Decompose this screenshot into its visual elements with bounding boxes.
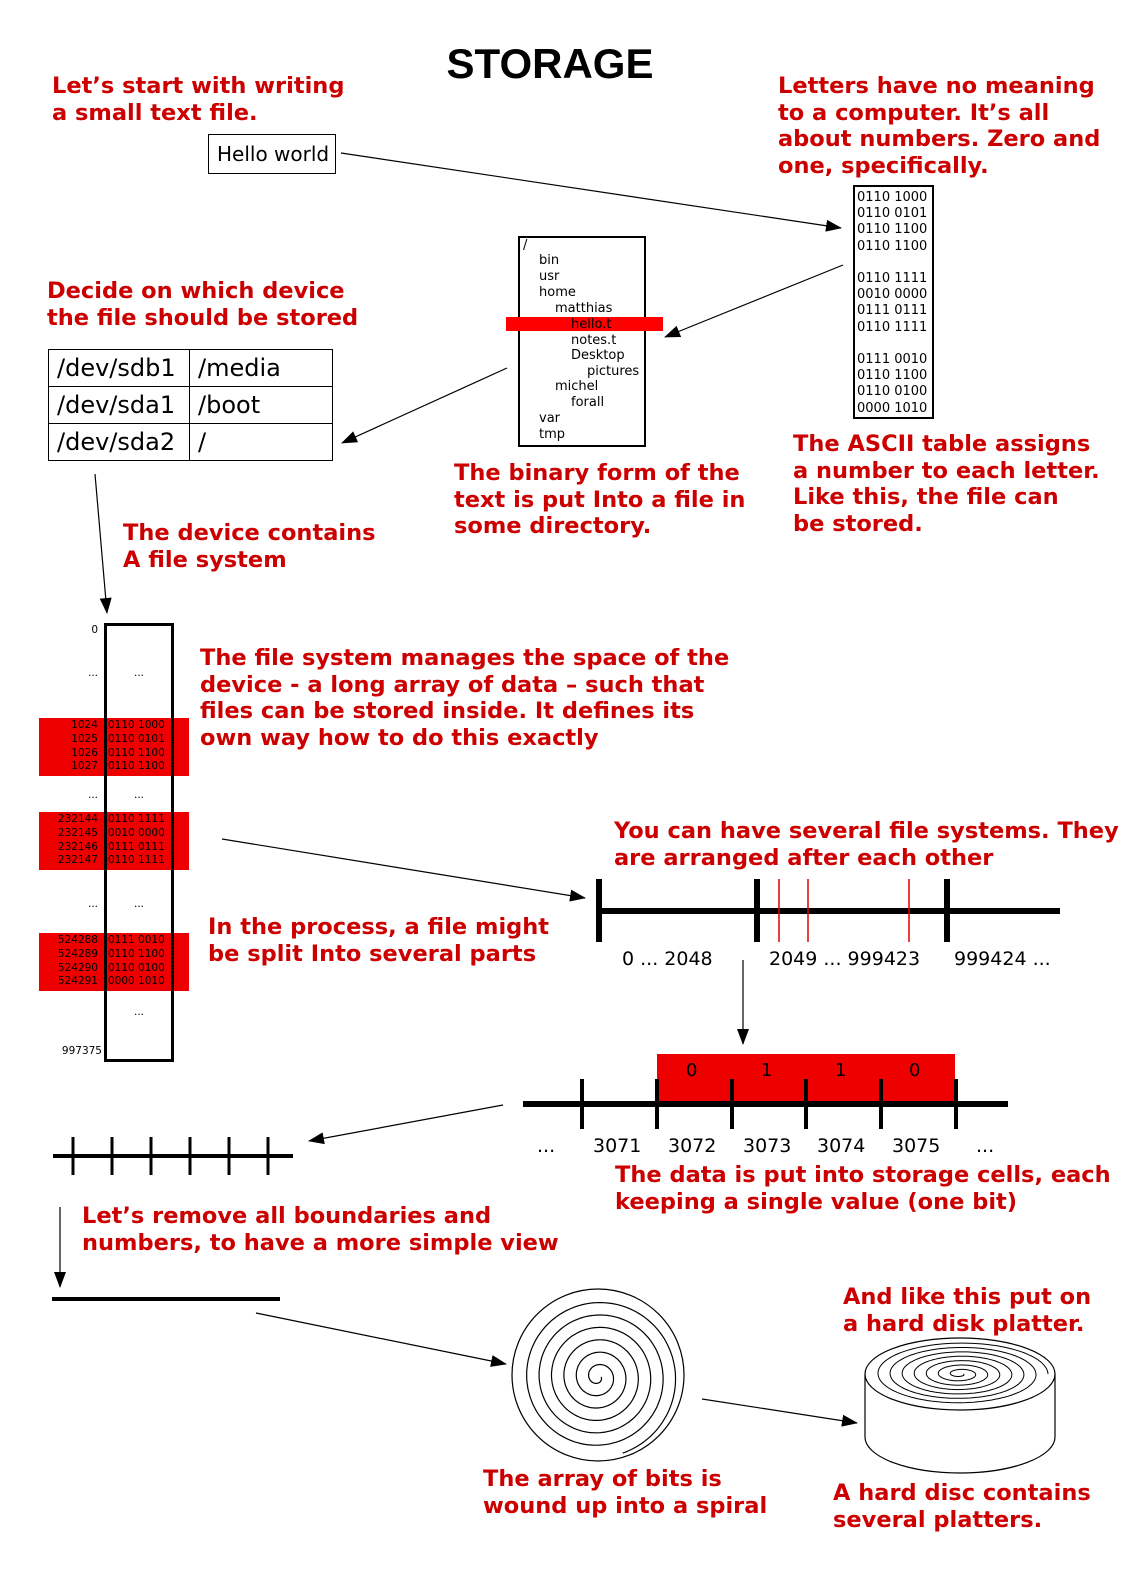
device-name: /dev/sdb1 — [48, 349, 190, 387]
fs-start-address: 0 — [91, 624, 98, 636]
partition-label-2: 2049 ... 999423 — [769, 948, 921, 970]
fs-block-data: 0110 1111 0010 0000 0111 0111 0110 1111 — [108, 813, 165, 867]
note-letters: Letters have no meaning to a computer. I… — [778, 73, 1101, 179]
fs-block-data: 0110 1000 0110 0101 0110 1100 0110 1100 — [108, 719, 165, 773]
fs-block-addresses: 524288 524289 524290 524291 — [57, 934, 98, 988]
fs-block-addresses: 1024 1025 1026 1027 — [71, 719, 98, 773]
cell-address-3074: 3074 — [817, 1135, 866, 1157]
note-spiral: The array of bits is wound up into a spi… — [483, 1466, 768, 1519]
dir-entry: matthias — [555, 301, 613, 316]
cell-address-ellipsis-end: ... — [976, 1135, 995, 1157]
bit-spiral — [511, 1288, 685, 1462]
fs-ellipsis: ... — [133, 789, 144, 801]
bit-cell-1: 0 — [686, 1060, 698, 1081]
fs-block-highlight — [39, 933, 189, 991]
dir-entry: forall — [571, 395, 605, 410]
dir-entry: usr — [539, 269, 560, 284]
arrow-device-to-fs — [94, 473, 112, 614]
ascii-bits: 0110 1000 0110 0101 0110 1100 0110 1100 … — [857, 190, 928, 416]
fs-block-data: 0111 0010 0110 1100 0110 0100 0000 1010 — [108, 934, 165, 988]
dir-entry: michel — [555, 379, 599, 394]
arrow-cells-to-ticks — [308, 1104, 504, 1145]
dir-entry: tmp — [539, 427, 566, 442]
note-binary: The binary form of the text is put Into … — [454, 460, 746, 539]
partition-label-3: 999424 ... — [954, 948, 1051, 970]
bit-cell-4: 0 — [909, 1060, 921, 1081]
directory-tree-box — [518, 236, 646, 447]
note-platter: And like this put on a hard disk platter… — [843, 1284, 1092, 1337]
bit-cell-2: 1 — [761, 1060, 773, 1081]
note-ascii: The ASCII table assigns a number to each… — [793, 431, 1100, 537]
note-start: Let’s start with writing a small text fi… — [52, 73, 345, 126]
note-fs-contains: The device contains A file system — [123, 520, 376, 573]
partition-line — [596, 879, 1060, 942]
dir-entry: hello.t — [571, 317, 612, 332]
dir-entry: notes.t — [571, 333, 617, 348]
device-name: /dev/sda1 — [48, 386, 190, 424]
selected-file-highlight — [506, 317, 663, 331]
fs-array-box — [104, 623, 174, 1062]
partition-label-1: 0 ... 2048 — [622, 948, 713, 970]
arrow-text-to-bits — [340, 152, 842, 232]
note-cells: The data is put into storage cells, each… — [615, 1162, 1111, 1215]
fs-ellipsis: ... — [87, 789, 98, 801]
text-file-content: Hello world — [217, 142, 330, 166]
text-file-box: Hello world — [208, 134, 336, 174]
mount-table: /dev/sdb1/media/dev/sda1/boot/dev/sda2/ — [48, 349, 333, 461]
simple-tick-line — [53, 1137, 293, 1175]
storage-cell-line — [523, 1054, 1008, 1129]
device-name: /dev/sda2 — [48, 423, 190, 461]
arrow-spiral-to-disc — [701, 1398, 858, 1427]
mount-row: /dev/sda2/ — [48, 423, 333, 461]
fs-block-highlight — [39, 812, 189, 870]
note-fs-manages: The file system manages the space of the… — [200, 645, 730, 751]
mount-point: /media — [189, 349, 333, 387]
fs-ellipsis: ... — [133, 667, 144, 679]
fs-ellipsis: ... — [133, 898, 144, 910]
dir-entry: var — [539, 411, 561, 426]
dir-entry: pictures — [587, 364, 640, 379]
cell-address-3075: 3075 — [892, 1135, 941, 1157]
fs-ellipsis: ... — [87, 898, 98, 910]
note-several-fs: You can have several file systems. They … — [614, 818, 1119, 871]
note-device: Decide on which device the file should b… — [47, 278, 359, 331]
page-title: STORAGE — [446, 40, 654, 87]
arrow-fs-to-partitions — [221, 838, 586, 902]
fs-block-highlight — [39, 718, 189, 776]
dir-entry: Desktop — [571, 348, 625, 363]
mount-row: /dev/sda1/boot — [48, 386, 333, 424]
arrow-line-to-spiral — [255, 1312, 507, 1367]
fs-block-addresses: 232144 232145 232146 232147 — [57, 813, 98, 867]
arrow-dir-to-device — [341, 367, 508, 444]
mount-point: /boot — [189, 386, 333, 424]
ascii-bits-box — [853, 185, 934, 419]
cell-address-3073: 3073 — [743, 1135, 792, 1157]
fs-end-address: 997375 — [61, 1045, 102, 1057]
cell-address-ellipsis-start: ... — [537, 1135, 556, 1157]
cell-address-3071: 3071 — [593, 1135, 642, 1157]
note-disc: A hard disc contains several platters. — [833, 1480, 1091, 1533]
dir-entry: home — [539, 285, 576, 300]
hard-disk-platter — [864, 1337, 1056, 1474]
bit-cell-3: 1 — [835, 1060, 847, 1081]
fs-ellipsis: ... — [133, 1006, 144, 1018]
note-remove: Let’s remove all boundaries and numbers,… — [82, 1203, 559, 1256]
cell-address-3072: 3072 — [668, 1135, 717, 1157]
dir-entry: bin — [539, 253, 560, 268]
mount-point: / — [189, 423, 333, 461]
mount-row: /dev/sdb1/media — [48, 349, 333, 387]
dir-root: / — [523, 238, 528, 253]
note-split: In the process, a file might be split In… — [208, 914, 550, 967]
arrow-bits-to-dir — [664, 264, 844, 338]
fs-ellipsis: ... — [87, 667, 98, 679]
